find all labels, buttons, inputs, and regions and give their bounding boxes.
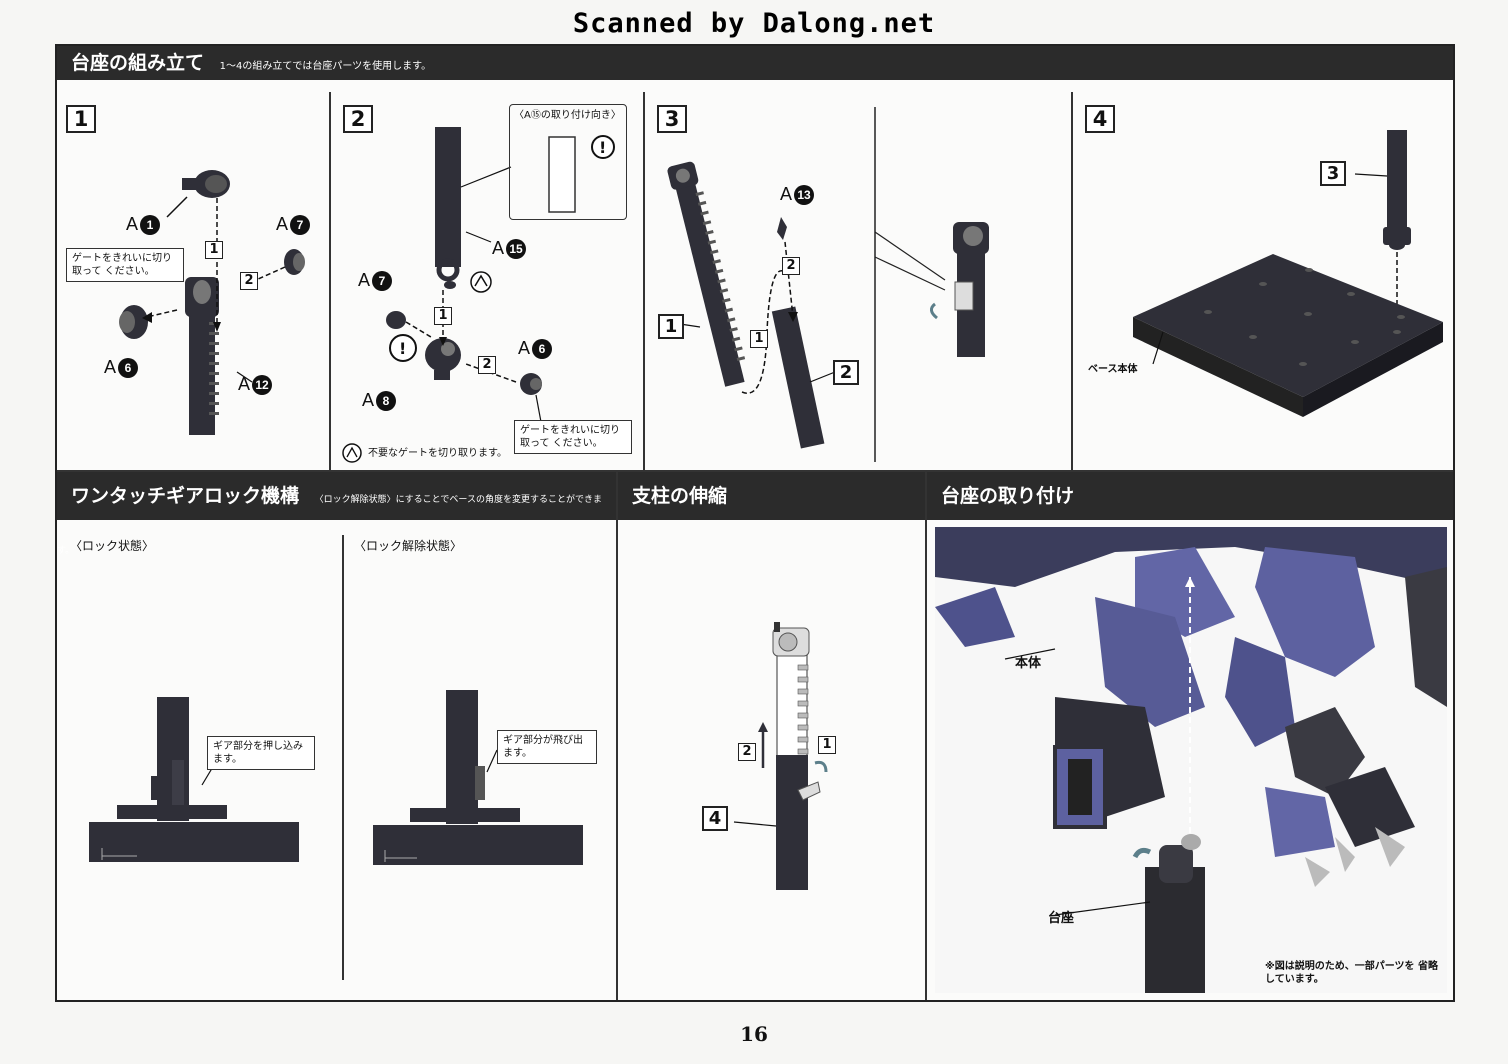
step-number-2: 2 [343,105,373,133]
divider [616,470,618,1000]
step2-illustration: ! ! [342,127,615,463]
arrow-number-2: 2 [782,257,800,275]
gear-lock-header: ワンタッチギアロック機構 〈ロック解除状態〉にすることでベースの角度を変更するこ… [57,472,616,556]
gear-lock-illustration [89,690,583,865]
step3-illustration [667,107,989,462]
svg-text:!: ! [399,339,406,358]
base-assembly-note: 1～4の組み立てでは台座パーツを使用します。 [219,61,432,72]
step3-label-1: 1 [658,314,684,339]
arrow-number-1: 1 [434,307,452,325]
mount-photo [935,527,1447,993]
part-number-badge: 8 [376,391,397,412]
body-label: 本体 [1015,656,1042,671]
orientation-inset [509,104,627,220]
part-number-badge: 13 [794,185,815,206]
step4-illustration [1133,130,1443,417]
base-label: 台座 [1048,911,1075,926]
arrow-number-2: 2 [478,356,496,374]
step4-label-3: 3 [1320,161,1346,186]
part-number-badge: 6 [532,339,553,360]
strut-title: 支柱の伸縮 [632,485,728,507]
gate-cut-callout-2: ゲートをきれいに切り取って ください。 [514,420,632,454]
page-number: 16 [740,1022,768,1046]
base-assembly-header: 台座の組み立て 1～4の組み立てでは台座パーツを使用します。 [57,46,1453,80]
part-number-badge: 6 [118,358,139,379]
gate-cut-callout-1: ゲートをきれいに切り取って ください。 [66,248,184,282]
step1-illustration [119,170,305,435]
unlocked-state-label: 〈ロック解除状態〉 [354,539,463,553]
orientation-label: 〈A⑮の取り付け向き〉 [514,110,621,121]
step3-label-2: 2 [833,360,859,385]
strut-illustration [733,622,828,890]
arrow-number-1: 1 [205,241,223,259]
divider [1071,92,1073,470]
mount-footnote: ※図は説明のため、一部パーツを 省略しています。 [1265,961,1439,985]
locked-callout: ギア部分を押し込みます。 [207,736,315,770]
scan-watermark: Scanned by Dalong.net [572,8,936,39]
part-number-badge: 7 [372,271,393,292]
arrow-number-1: 1 [750,330,768,348]
strut-label-4: 4 [702,806,728,831]
step-number-4: 4 [1085,105,1115,133]
step-number-3: 3 [657,105,687,133]
locked-state-label: 〈ロック状態〉 [70,539,155,553]
part-number-badge: 1 [140,215,161,236]
divider [329,92,331,470]
part-number-badge: 12 [252,375,273,396]
part-number-badge: 15 [506,239,527,260]
unlocked-callout: ギア部分が飛び出ます。 [497,730,597,764]
mount-header: 台座の取り付け [927,472,1453,520]
divider [925,470,927,1000]
strut-arrow-2: 2 [738,743,756,761]
divider [57,470,1453,472]
base-assembly-title: 台座の組み立て [71,52,205,74]
svg-text:!: ! [599,138,606,157]
arrow-number-2: 2 [240,272,258,290]
strut-header: 支柱の伸縮 [618,472,925,520]
step-number-1: 1 [66,105,96,133]
gear-lock-title: ワンタッチギアロック機構 [71,485,300,507]
gear-lock-note: 〈ロック解除状態〉にすることでベースの角度を変更することができます。 [57,495,602,556]
mount-title: 台座の取り付け [941,485,1075,507]
gate-footnote: 不要なゲートを切り取ります。 [368,448,507,459]
divider [643,92,645,470]
divider [342,535,344,980]
base-body-label: ベース本体 [1088,364,1138,375]
strut-arrow-1: 1 [818,736,836,754]
part-number-badge: 7 [290,215,311,236]
